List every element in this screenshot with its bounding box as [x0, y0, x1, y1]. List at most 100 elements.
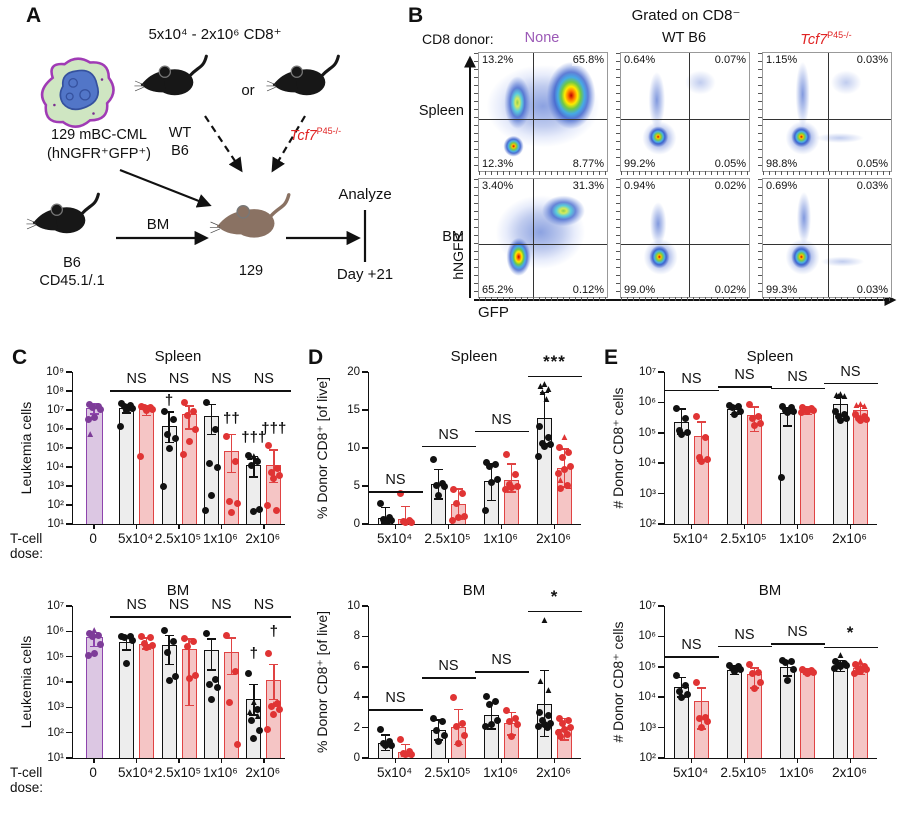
- data-point: [160, 627, 168, 635]
- error-cap-bottom: [249, 476, 259, 478]
- data-point: [673, 672, 680, 680]
- data-point: [433, 481, 440, 489]
- data-point: [851, 670, 858, 678]
- data-point: [189, 408, 197, 416]
- data-point: [159, 482, 167, 490]
- data-point: [557, 733, 564, 741]
- chart-title: Spleen: [746, 348, 794, 365]
- bar-red: [853, 668, 868, 758]
- data-point: [784, 677, 791, 685]
- data-point: [245, 452, 253, 460]
- data-point: [274, 700, 282, 708]
- data-point: [96, 405, 104, 413]
- data-point: [408, 518, 415, 526]
- sig-line: [527, 375, 582, 378]
- quadrant-percentage: 99.2%: [623, 158, 657, 170]
- error-bar: [859, 406, 862, 421]
- y-tick: [362, 447, 368, 449]
- sig-line: [823, 646, 878, 649]
- y-tick-label: 0: [353, 752, 360, 764]
- error-cap-top: [381, 734, 390, 736]
- sig-label: NS: [385, 690, 406, 707]
- quadrant-percentage: 0.64%: [623, 54, 657, 66]
- data-point: [790, 666, 797, 674]
- error-bar: [680, 409, 683, 435]
- b6-donor-label-line2: CD45.1/.1: [39, 273, 105, 289]
- data-point: [682, 681, 689, 689]
- data-point: [757, 679, 764, 687]
- data-point: [837, 663, 844, 671]
- flow-plot-spleen-2: 1.15%0.03%98.8%0.05%: [758, 52, 892, 175]
- bm-arrow-label: BM: [146, 216, 170, 233]
- y-tick: [362, 523, 368, 525]
- x-tick-label: 0: [89, 531, 97, 546]
- data-point: [749, 414, 756, 422]
- data-point: [841, 410, 848, 418]
- wt-mouse-label-line2: B6: [171, 143, 189, 159]
- data-point-triangle: ▲: [559, 432, 570, 444]
- y-tick-label: 10⁶: [638, 396, 656, 409]
- y-tick-label: 10⁷: [47, 600, 64, 612]
- y-tick-label: 10⁹: [46, 366, 64, 378]
- y-tick-label: 8: [353, 630, 360, 643]
- data-point: [202, 398, 210, 406]
- error-cap-bottom: [122, 649, 132, 651]
- data-point: [90, 414, 98, 422]
- y-tick-label: 10⁵: [638, 426, 656, 439]
- x-tick-label: 2x10⁶: [245, 765, 281, 780]
- y-tick-label: 10³: [639, 487, 656, 500]
- y-tick-label: 10²: [639, 752, 656, 764]
- error-cap-bottom: [507, 491, 516, 493]
- data-point: [121, 634, 129, 642]
- y-tick: [66, 371, 72, 373]
- y-tick: [362, 605, 368, 607]
- data-point: [702, 434, 709, 441]
- sig-label: NS: [211, 371, 232, 388]
- flow-plot-bm-0: 3.40%31.3%65.2%0.12%: [474, 178, 608, 301]
- cd8-dose-range-title: 5x10⁴ - 2x10⁶ CD8⁺: [148, 26, 282, 43]
- error-cap-top: [89, 631, 99, 634]
- data-point: [123, 659, 131, 667]
- data-point: [143, 644, 151, 652]
- data-point-triangle: ▲: [539, 615, 550, 627]
- sig-label: NS: [840, 363, 861, 380]
- error-cap-top: [206, 403, 216, 406]
- data-point: [85, 629, 93, 637]
- sig-line: [421, 677, 476, 679]
- quadrant-line-horizontal: [763, 243, 891, 245]
- y-tick-label: 10⁷: [47, 404, 64, 416]
- day-21-label: Day +21: [336, 266, 394, 283]
- sig-label: NS: [126, 371, 147, 388]
- data-point: [678, 430, 685, 438]
- error-bar: [839, 397, 842, 419]
- error-cap-top: [226, 433, 236, 436]
- data-point: [556, 714, 563, 722]
- sig-label: *: [550, 586, 559, 606]
- data-point: [704, 456, 711, 464]
- y-tick: [66, 485, 72, 487]
- data-point: [250, 734, 258, 742]
- data-point: [755, 668, 762, 676]
- data-point: [541, 442, 548, 450]
- error-cap-top: [856, 663, 865, 666]
- chart-title: BM: [462, 582, 486, 599]
- data-point: [222, 631, 230, 639]
- x-axis-minor-ticks: [763, 171, 891, 175]
- data-point: [191, 425, 199, 433]
- quadrant-percentage: 65.8%: [571, 54, 605, 66]
- data-point: [382, 742, 389, 750]
- x-tick-label: 5x10⁴: [672, 531, 709, 546]
- y-tick: [362, 635, 368, 638]
- data-point: [449, 516, 456, 524]
- data-point: [508, 733, 515, 741]
- dagger-annotation: ††: [223, 410, 240, 428]
- y-tick-label: 10⁷: [639, 600, 656, 612]
- x-tick: [263, 524, 265, 529]
- cml-cell-label-line2: (hNGFR⁺GFP⁺): [47, 146, 151, 162]
- x-tick: [849, 524, 852, 529]
- data-point: [84, 415, 92, 423]
- data-point: [779, 402, 786, 410]
- y-tick-label: 10: [347, 600, 360, 612]
- data-point: [564, 730, 571, 738]
- quadrant-percentage: 99.0%: [623, 284, 657, 296]
